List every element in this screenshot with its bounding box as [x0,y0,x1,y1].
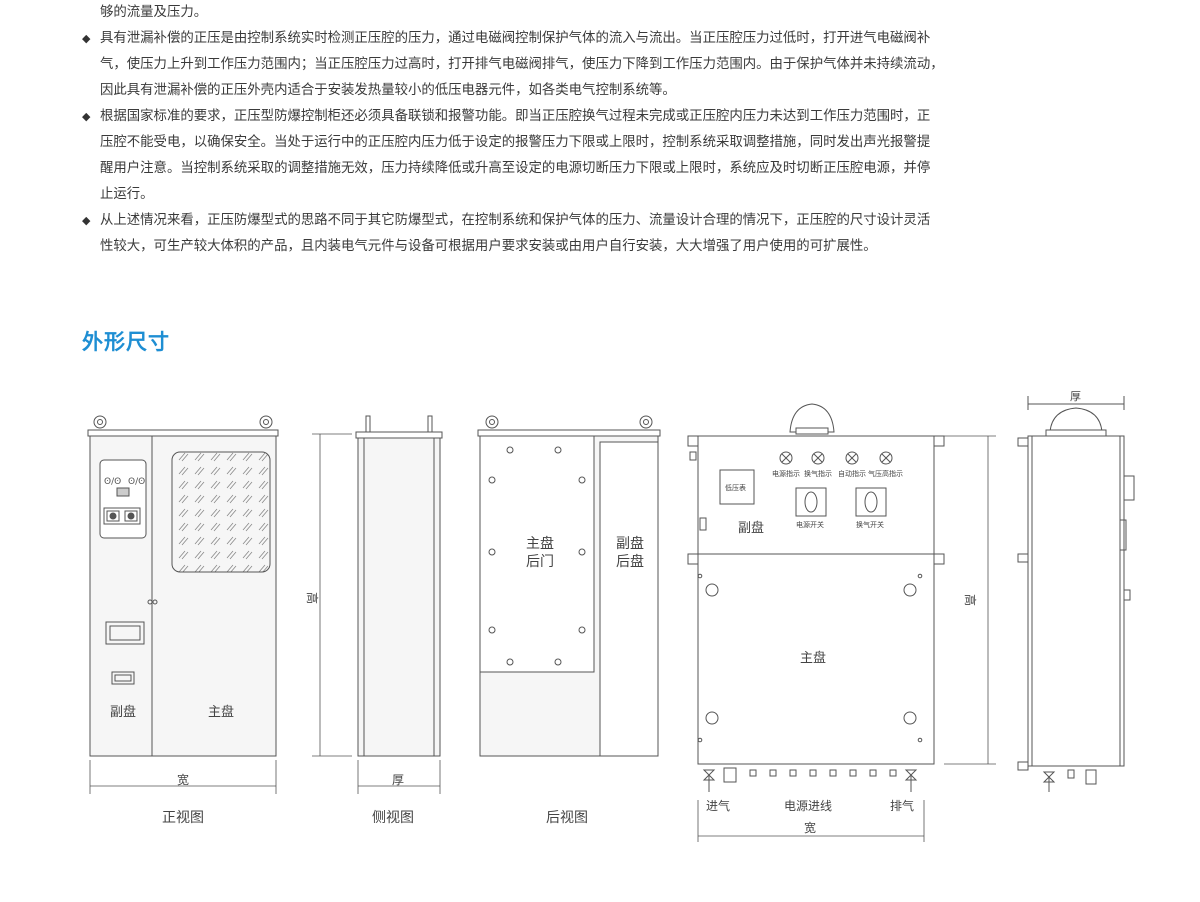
panel-sub-label: 副盘 [738,520,764,536]
back-view [477,415,661,757]
back-main-line1: 主盘 [526,535,554,552]
intro-tail: 够的流量及压力。 [100,5,208,20]
panel-height-dimension [944,435,996,765]
front-width-label: 宽 [177,772,189,787]
power-inlet-label: 电源进线 [784,799,832,813]
back-view-caption: 后视图 [546,810,588,826]
panel-gauge-label: 低压表 [725,483,746,492]
height-dimension-left [312,433,352,757]
diamond-icon: ◆ [82,110,91,123]
outlet-label: 排气 [890,798,914,813]
bullet-line: 具有泄漏补偿的正压是由控制系统实时检测正压腔的压力，通过电磁阀控制保护气体的流入… [100,31,931,46]
bullet-line: 压腔不能受电，以确保安全。当处于运行中的正压腔内压力低于设定的报警压力下限或上限… [100,135,931,150]
inlet-label: 进气 [706,798,730,813]
bullet-interlock-alarm: ◆ 根据国家标准的要求，正压型防爆控制柜还必须具备联锁和报警功能。即当正压腔换气… [82,104,1122,208]
panel-height-label: 高 [963,594,978,606]
panel-width-label: 宽 [804,820,816,835]
side-depth-label: 厚 [392,773,404,787]
power-switch-label: 电源开关 [796,520,824,529]
indicator-pressure-high: 气压高指示 [868,469,903,478]
front-view-caption: 正视图 [162,810,204,826]
front-width-dimension [89,760,277,794]
indicator-auto: 自动指示 [838,469,866,478]
indicator-purge: 换气指示 [804,469,832,478]
bullet-line: 气，使压力上升到工作压力范围内；当正压腔压力过高时，打开排气电磁阀排气，使压力下… [100,57,944,72]
dimension-drawings: ʘ/ʘ ʘ/ʘ 副盘 主盘 宽 正视图 高 厚 侧视图 [87,390,1135,842]
description-text: 够的流量及压力。 ◆ 具有泄漏补偿的正压是由控制系统实时检测正压腔的压力，通过电… [82,0,1122,260]
svg-text:ʘ/ʘ: ʘ/ʘ [128,477,145,487]
back-sub-line1: 副盘 [616,535,644,552]
bullet-line: 止运行。 [100,187,154,202]
side-depth-dimension [357,760,441,794]
back-sub-line2: 后盘 [616,553,644,570]
indicator-power: 电源指示 [772,469,800,478]
bullet-design-flexibility: ◆ 从上述情况来看，正压防爆型式的思路不同于其它防爆型式，在控制系统和保护气体的… [82,208,1122,260]
diamond-icon: ◆ [82,32,91,45]
side-view [355,415,443,757]
bullet-line: 根据国家标准的要求，正压型防爆控制柜还必须具备联锁和报警功能。即当正压腔换气过程… [100,109,931,124]
front-view: ʘ/ʘ ʘ/ʘ [87,415,279,757]
side-height-label: 高 [305,592,320,604]
panel-side-view [1017,396,1135,792]
bullet-line: 因此具有泄漏补偿的正压外壳内适合于安装发热量较小的低压电器元件，如各类电气控制系… [100,83,676,98]
front-sub-panel-label: 副盘 [110,704,136,720]
section-title: 外形尺寸 [82,330,170,354]
panel-width-dimension [697,800,925,842]
bullet-line: 性较大，可生产较大体积的产品，且内装电气元件与设备可根据用户要求安装或由用户自行… [100,239,877,254]
panel-side-depth-label: 厚 [1070,390,1081,403]
back-main-line2: 后门 [526,554,554,570]
panel-main-label: 主盘 [800,650,826,666]
svg-text:ʘ/ʘ: ʘ/ʘ [104,477,121,487]
diamond-icon: ◆ [82,214,91,227]
purge-switch-label: 换气开关 [856,520,884,529]
panel-front-view [687,403,945,792]
front-main-panel-label: 主盘 [208,704,234,720]
bullet-line: 醒用户注意。当控制系统采取的调整措施无效，压力持续降低或升高至设定的电源切断压力… [100,161,931,176]
side-view-caption: 侧视图 [372,810,414,826]
bullet-leak-compensation: ◆ 具有泄漏补偿的正压是由控制系统实时检测正压腔的压力，通过电磁阀控制保护气体的… [82,26,1122,104]
bullet-line: 从上述情况来看，正压防爆型式的思路不同于其它防爆型式，在控制系统和保护气体的压力… [100,213,931,228]
